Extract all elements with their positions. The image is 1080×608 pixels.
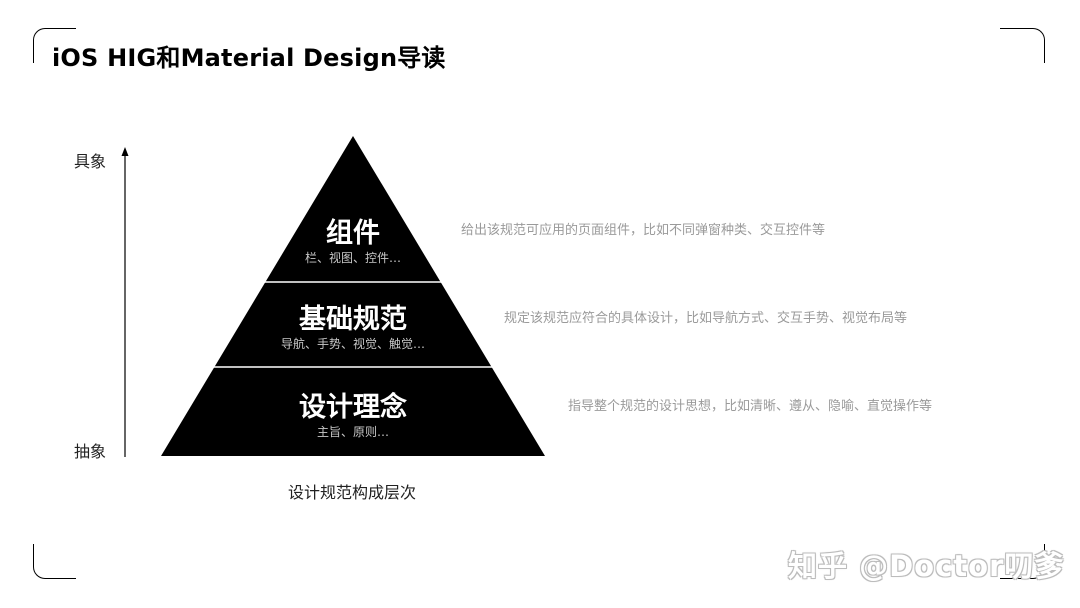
- watermark: 知乎 @Doctor叨爹: [788, 549, 1065, 583]
- pyramid-layer-description: 规定该规范应符合的具体设计，比如导航方式、交互手势、视觉布局等: [504, 311, 908, 326]
- pyramid-layer-description: 指导整个规范的设计思想，比如清晰、遵从、隐喻、直觉操作等: [568, 399, 933, 414]
- pyramid-layer-description: 给出该规范可应用的页面组件，比如不同弹窗种类、交互控件等: [461, 223, 826, 238]
- pyramid-layer-title: 设计理念: [299, 392, 407, 423]
- axis-arrow-head-icon: [121, 147, 129, 156]
- frame-corner-bottom-right: [1000, 544, 1045, 579]
- pyramid-layer-title: 基础规范: [299, 304, 407, 335]
- page-title: iOS HIG和Material Design导读: [52, 44, 446, 72]
- frame-corner-top-left: [33, 28, 76, 63]
- axis-bottom-label: 抽象: [74, 442, 107, 461]
- pyramid-caption: 设计规范构成层次: [287, 483, 416, 502]
- axis-top-label: 具象: [74, 152, 107, 171]
- pyramid-layer-subtitle: 导航、手势、视觉、触觉…: [280, 337, 425, 351]
- pyramid-shape: [161, 136, 545, 456]
- pyramid-layer-subtitle: 主旨、原则…: [316, 425, 389, 439]
- pyramid-layer-title: 组件: [326, 218, 380, 249]
- frame-corner-top-right: [1000, 28, 1045, 63]
- frame-corner-bottom-left: [33, 544, 76, 579]
- pyramid-layer-subtitle: 栏、视图、控件…: [304, 251, 401, 265]
